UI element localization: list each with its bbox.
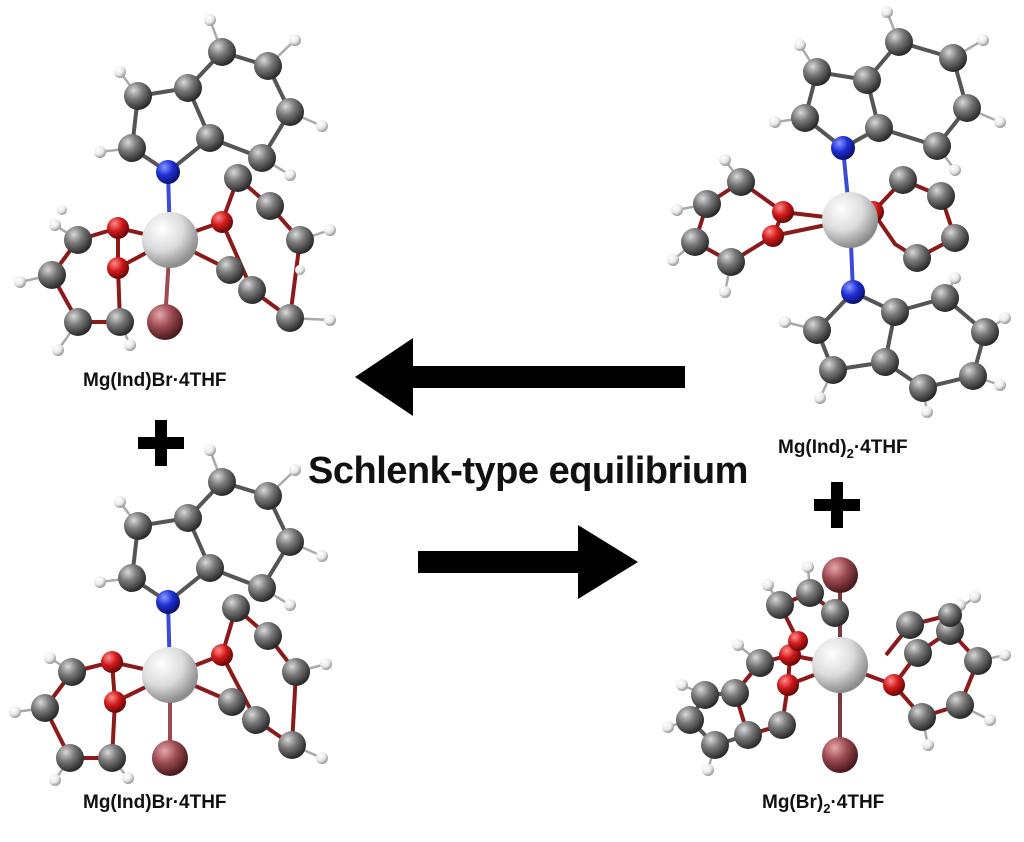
label-mg-ind-br-bottom: Mg(Ind)Br·4THF — [83, 792, 227, 814]
plus-sign-right — [814, 482, 860, 528]
label-post: ·4THF — [853, 437, 908, 458]
label-post: ·4THF — [830, 792, 885, 813]
label-mg-ind-br-top: Mg(Ind)Br·4THF — [83, 370, 227, 392]
arrow-left — [355, 338, 685, 416]
label-pre: Mg(Br) — [762, 792, 824, 813]
label-pre: Mg(Ind) — [778, 437, 847, 458]
molecule-mg-ind-br-bottom — [9, 444, 332, 786]
label-text: Mg(Ind)Br·4THF — [83, 792, 227, 813]
arrow-right — [418, 525, 638, 599]
equilibrium-title: Schlenk-type equilibrium — [308, 450, 748, 492]
label-mg-ind2: Mg(Ind)2·4THF — [778, 437, 908, 461]
molecule-mg-br2 — [662, 557, 1011, 776]
plus-sign-left — [138, 420, 184, 466]
label-text: Mg(Ind)Br·4THF — [83, 370, 227, 391]
label-subscript: 2 — [823, 800, 831, 816]
molecule-mg-ind2 — [667, 6, 1011, 418]
label-mg-br2: Mg(Br)2·4THF — [762, 792, 884, 816]
label-subscript: 2 — [846, 445, 854, 461]
molecule-mg-ind-br-top — [14, 14, 336, 356]
